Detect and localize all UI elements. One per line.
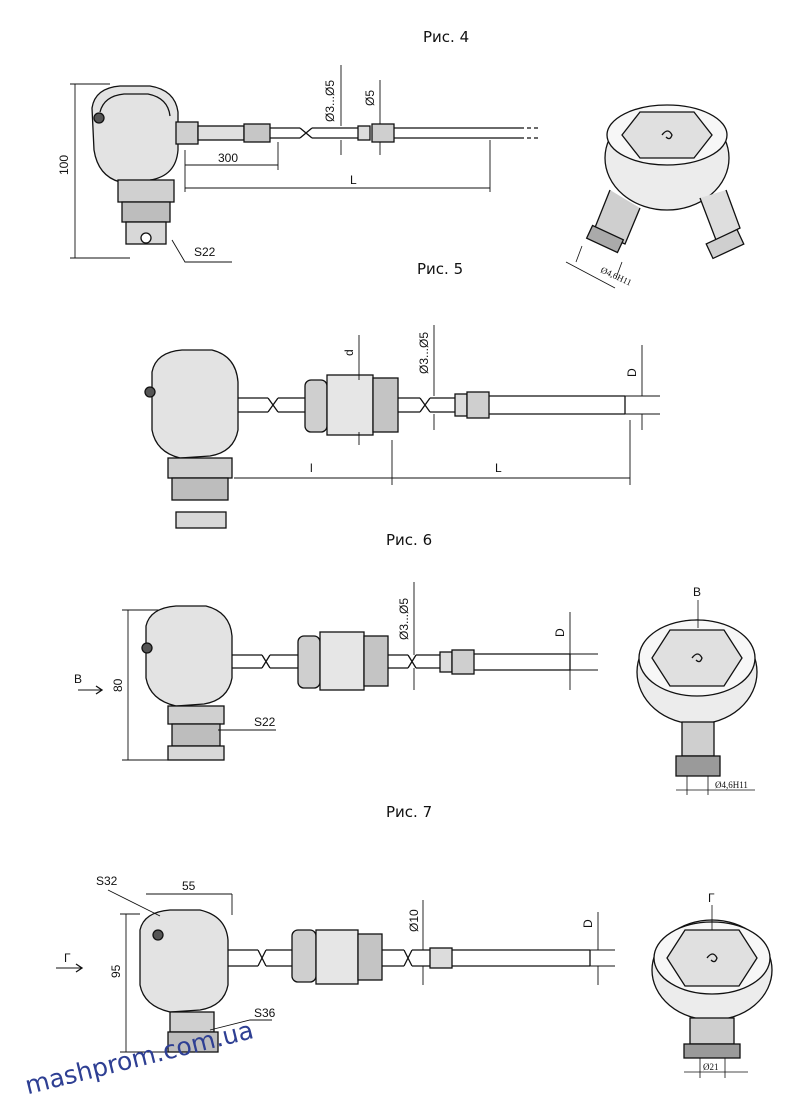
fig4-dim-dia5: Ø5 [363, 90, 377, 106]
figure-7-end-view [651, 905, 773, 1078]
figure-6-title: Рис. 6 [386, 531, 433, 549]
fig5-dim-d: d [342, 349, 356, 356]
figure-6-end-view [636, 600, 758, 795]
fig7-view-G-left: Г [64, 951, 71, 965]
fig6-dim-S22: S22 [254, 715, 276, 729]
figure-5-title: Рис. 5 [417, 260, 464, 278]
figure-4-title: Рис. 4 [423, 28, 470, 46]
fig6-view-B-label: B [693, 585, 701, 599]
figure-7-title: Рис. 7 [386, 803, 433, 821]
fig4-dim-dia4-6H11: Ø4,6H11 [599, 265, 633, 288]
fig4-dim-S22: S22 [194, 245, 216, 259]
fig7-dim-dia21: Ø21 [703, 1062, 719, 1072]
fig5-dim-l: l [310, 461, 313, 475]
figure-4-end-view [565, 104, 745, 289]
fig6-dim-80: 80 [111, 678, 125, 692]
fig7-dim-D: D [581, 919, 595, 928]
fig6-view-B-left: B [74, 672, 82, 686]
fig7-view-G-label: Г [708, 891, 715, 905]
figure-4-side-view [70, 65, 540, 263]
figure-5-side-view [144, 325, 660, 529]
fig7-dim-55: 55 [182, 879, 196, 893]
fig5-dim-L: L [495, 461, 502, 475]
fig6-dim-D: D [553, 628, 567, 637]
fig5-dim-D: D [625, 368, 639, 377]
fig4-dim-300: 300 [218, 151, 238, 165]
fig6-dim-dia4-6H11: Ø4,6H11 [715, 780, 748, 790]
fig6-dim-dia3-5: Ø3...Ø5 [397, 598, 411, 640]
figure-6-side-view [78, 582, 598, 761]
fig7-dim-dia10: Ø10 [407, 909, 421, 932]
fig7-dim-S36: S36 [254, 1006, 276, 1020]
fig4-dim-dia3-5: Ø3...Ø5 [323, 80, 337, 122]
figure-7-side-view [56, 889, 615, 1053]
fig4-dim-100: 100 [57, 155, 71, 175]
fig7-dim-95: 95 [109, 964, 123, 978]
fig7-dim-S32: S32 [96, 874, 118, 888]
fig5-dim-dia3-5: Ø3...Ø5 [417, 332, 431, 374]
fig4-dim-L: L [350, 173, 357, 187]
